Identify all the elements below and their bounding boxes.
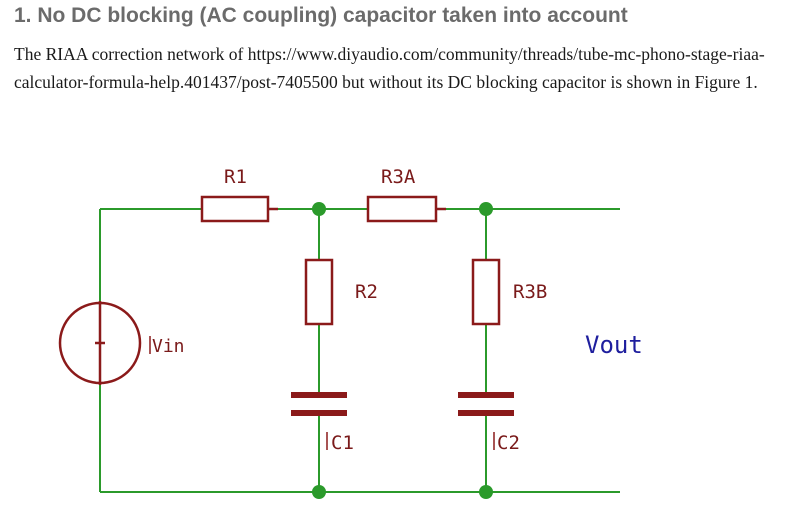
junctions	[312, 202, 493, 499]
junction-dot	[312, 485, 326, 499]
label-c2: C2	[497, 432, 520, 454]
capacitor-c2-plate-top	[458, 392, 514, 398]
wires	[99, 208, 620, 493]
resistor-r3b	[471, 258, 501, 326]
components	[58, 195, 501, 385]
resistor-r2	[304, 258, 334, 326]
junction-dot	[479, 202, 493, 216]
section-heading: 1. No DC blocking (AC coupling) capacito…	[14, 4, 628, 27]
label-r3a: R3A	[381, 166, 416, 188]
label-vout: Vout	[585, 331, 643, 359]
label-vin: Vin	[152, 336, 185, 357]
capacitor-c2-plate-bottom	[458, 410, 514, 416]
junction-dot	[312, 202, 326, 216]
intro-paragraph: The RIAA correction network of https://w…	[14, 44, 765, 92]
junction-dot	[479, 485, 493, 499]
cap-label-ticks	[149, 336, 495, 450]
riaa-schematic: R1 R3A R2 R3B Vin Vout C1 C2	[58, 166, 643, 499]
label-c1: C1	[331, 432, 354, 454]
resistor-r1	[200, 195, 270, 223]
resistor-r3a	[366, 195, 438, 223]
label-r1: R1	[224, 166, 247, 188]
label-r3b: R3B	[513, 281, 547, 303]
capacitor-c1-plate-bottom	[291, 410, 347, 416]
capacitor-c1-plate-top	[291, 392, 347, 398]
capacitors	[291, 392, 514, 416]
label-r2: R2	[355, 281, 378, 303]
